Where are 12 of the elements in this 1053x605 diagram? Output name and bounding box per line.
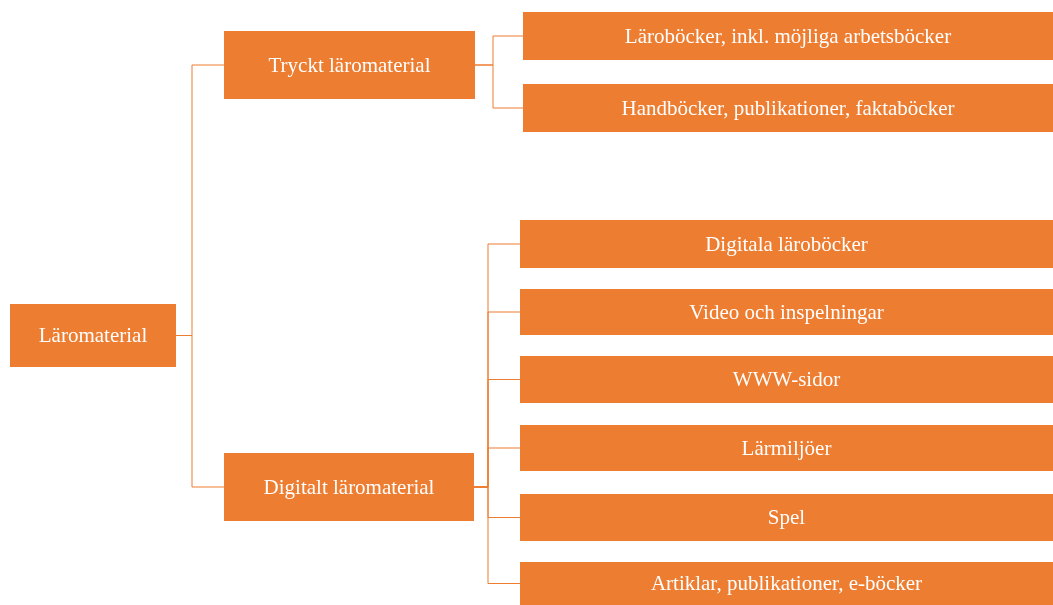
category-box: Läroböcker, inkl. möjliga arbetsböcker bbox=[523, 12, 1053, 60]
category-box: Läromaterial bbox=[10, 304, 176, 367]
connector-line bbox=[474, 64, 524, 109]
category-box: Digitala läroböcker bbox=[520, 220, 1053, 268]
category-box: Tryckt läromaterial bbox=[224, 31, 475, 99]
category-box: Handböcker, publikationer, faktaböcker bbox=[523, 84, 1053, 132]
category-box: WWW-sidor bbox=[520, 356, 1053, 403]
category-box: Artiklar, publikationer, e-böcker bbox=[520, 562, 1053, 605]
category-box: Video och inspelningar bbox=[520, 289, 1053, 335]
category-box: Digitalt läromaterial bbox=[224, 453, 474, 521]
category-box: Lärmiljöer bbox=[520, 425, 1053, 471]
category-box: Spel bbox=[520, 494, 1053, 541]
